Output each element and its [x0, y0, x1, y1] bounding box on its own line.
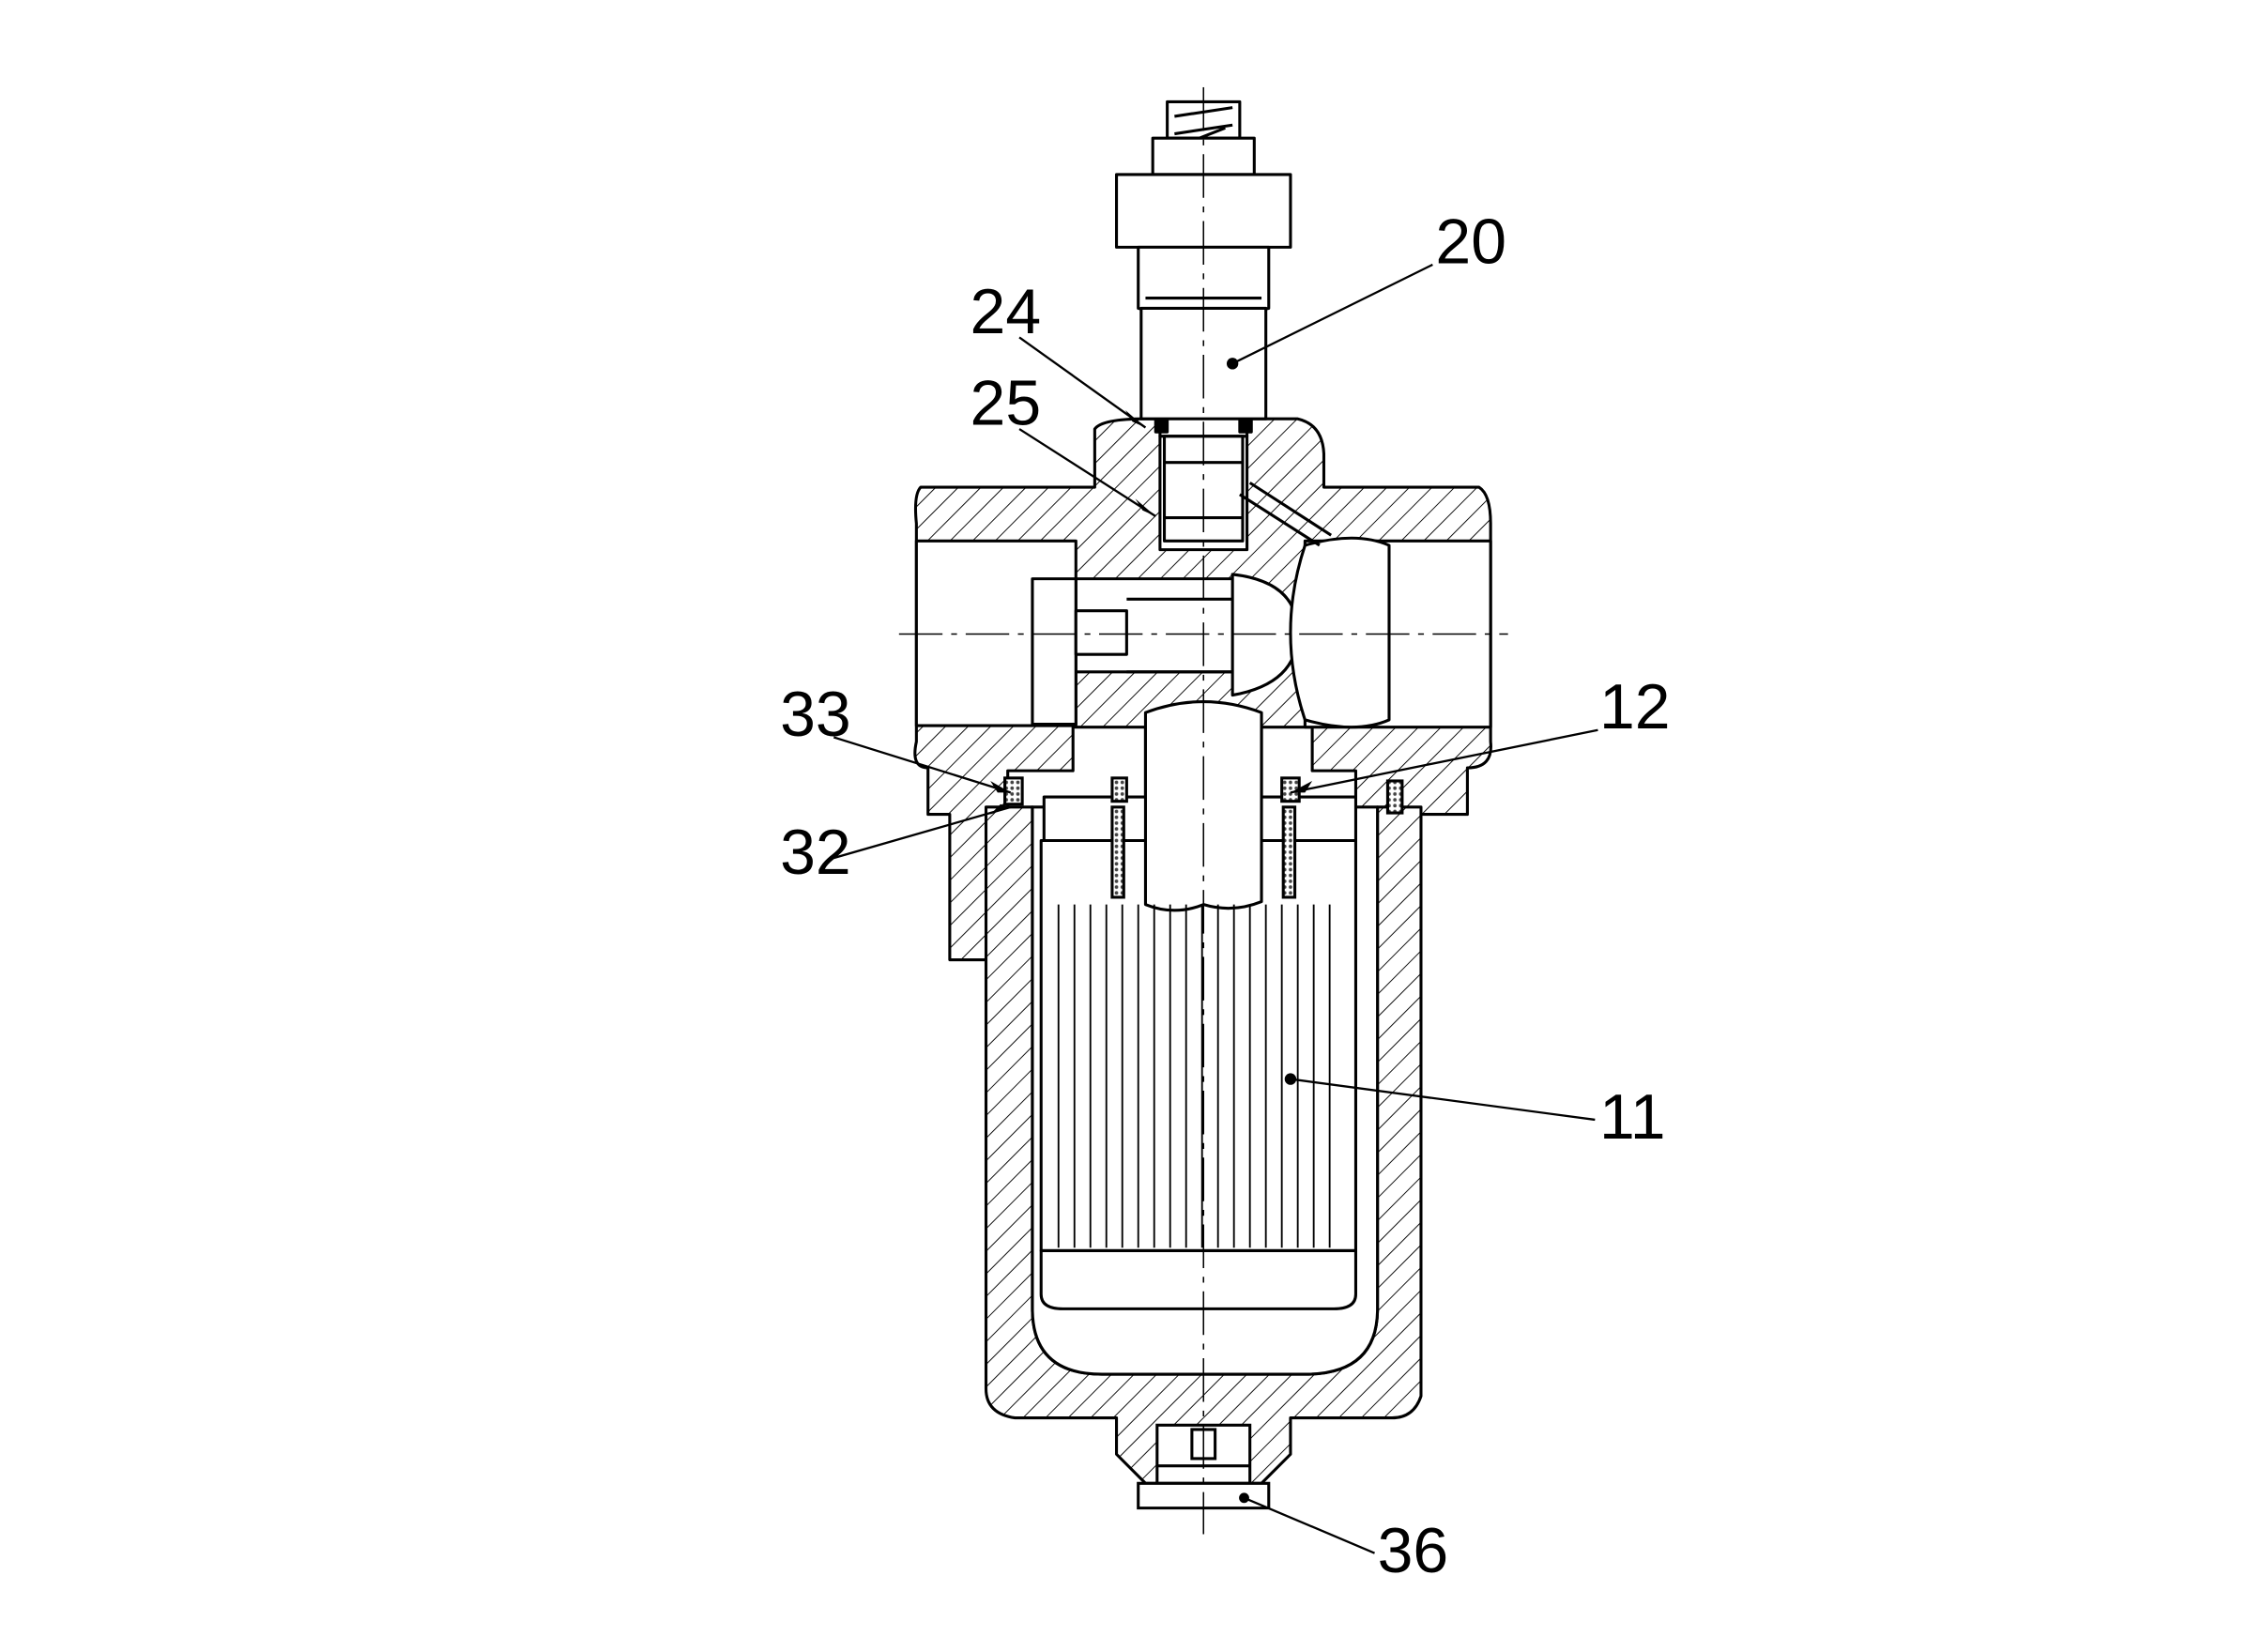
clogging-indicator [1115, 99, 1292, 543]
label-20: 20 [1435, 206, 1506, 277]
label-33: 33 [780, 679, 851, 750]
label-12: 12 [1599, 671, 1671, 742]
center-lines [898, 86, 1508, 1535]
seal-rings [1003, 776, 1404, 899]
bypass-valve [1031, 482, 1391, 729]
label-25: 25 [971, 367, 1042, 438]
label-32: 32 [780, 817, 851, 888]
label-24: 24 [971, 276, 1042, 347]
filter-element [1039, 699, 1357, 1310]
label-36: 36 [1378, 1515, 1449, 1586]
filter-media-pleats [1057, 904, 1331, 1248]
reference-numerals: 20 24 25 33 32 12 11 36 [780, 206, 1670, 1585]
leader-lines [833, 263, 1598, 1554]
label-11: 11 [1599, 1081, 1666, 1153]
